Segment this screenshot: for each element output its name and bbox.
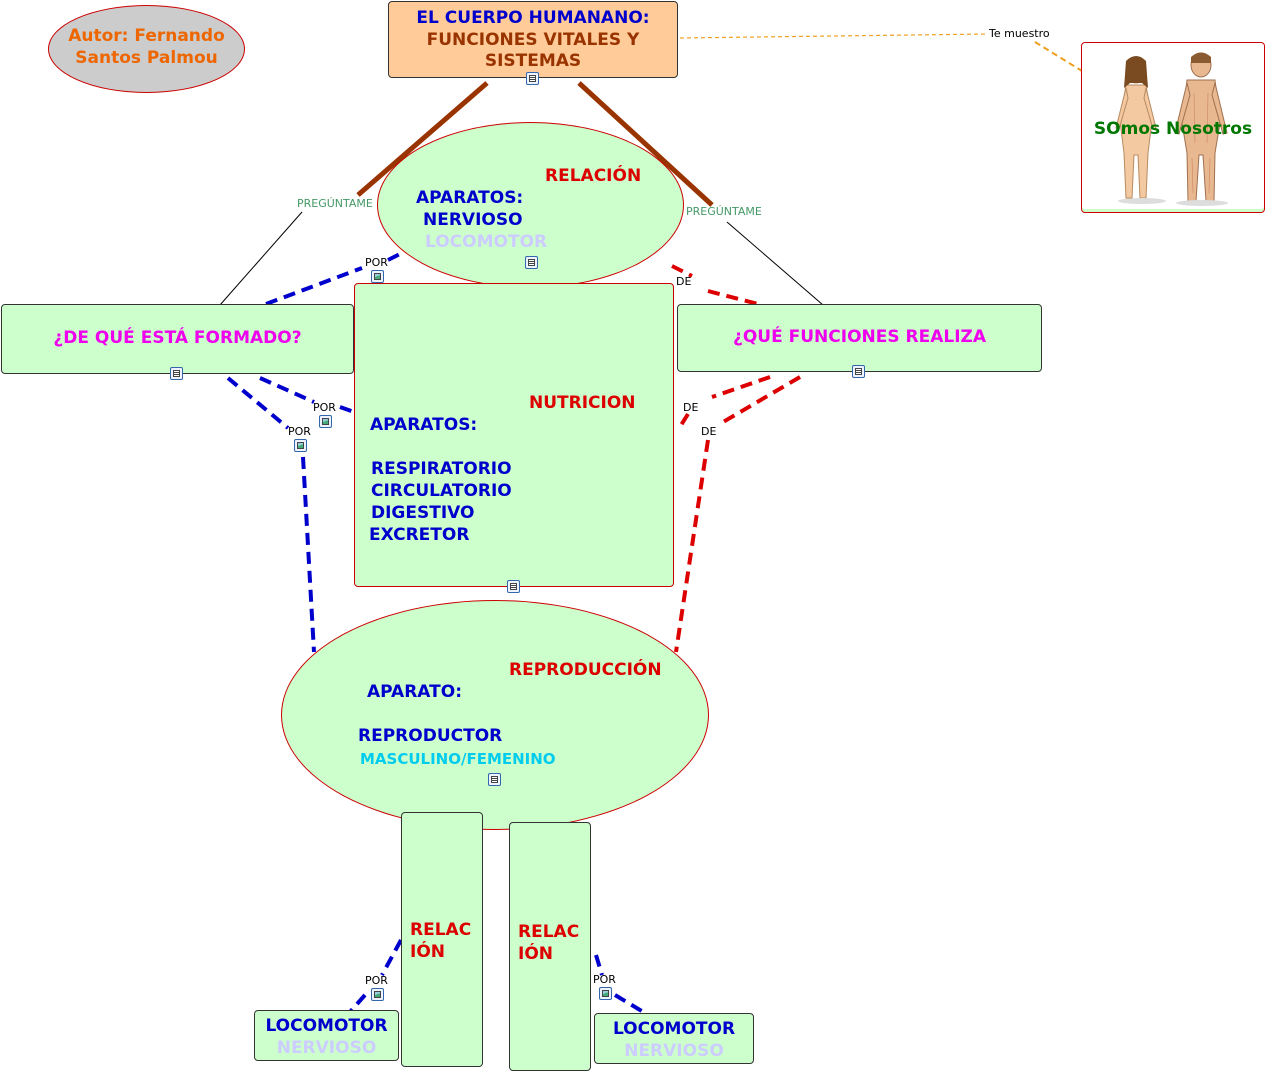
nutricion-line-1: APARATOS: [370, 415, 478, 435]
nutricion-title: NUTRICION [529, 393, 636, 413]
por-link-nutricion-a [259, 376, 315, 404]
left-leg-node[interactable]: RELAC IÓN [401, 812, 483, 1067]
por-link-foot-left-b [348, 993, 367, 1014]
de-link-relacion-a [671, 264, 693, 278]
right-foot-line-2: NERVIOSO [624, 1041, 724, 1061]
de-label-relacion: DE [676, 275, 692, 288]
reproduccion-note-icon[interactable] [488, 773, 501, 786]
preguntame-right-link [726, 221, 824, 306]
relacion-title: RELACIÓN [545, 166, 642, 186]
relacion-line-1: APARATOS: [416, 188, 524, 208]
left-foot-node[interactable]: LOCOMOTOR NERVIOSO [254, 1010, 399, 1061]
reproduccion-node[interactable]: REPRODUCCIÓN APARATO: REPRODUCTOR MASCUL… [281, 600, 709, 830]
por-nutricion-image-icon[interactable] [319, 415, 332, 428]
author-line-2: Santos Palmou [75, 48, 218, 68]
left-leg-line-2: IÓN [410, 942, 446, 962]
por-label-foot-right: POR [593, 973, 616, 986]
left-question-node[interactable]: ¿DE QUÉ ESTÁ FORMADO? [1, 304, 354, 374]
te-muestro-link-a [679, 33, 989, 39]
right-leg-line-2: IÓN [518, 944, 554, 964]
image-node[interactable]: SOmos Nosotros [1081, 42, 1265, 213]
right-leg-node[interactable]: RELAC IÓN [509, 822, 591, 1071]
por-link-reproduccion-a [226, 376, 290, 430]
por-reproduccion-image-icon[interactable] [294, 439, 307, 452]
preguntame-left-label: PREGÚNTAME [297, 197, 373, 210]
preguntame-right-label: PREGÚNTAME [686, 205, 762, 218]
left-foot-line-2: NERVIOSO [276, 1038, 377, 1058]
right-foot-node[interactable]: LOCOMOTOR NERVIOSO [594, 1013, 754, 1064]
de-link-reproduccion-b [674, 439, 710, 653]
human-figures-picture [1115, 52, 1228, 206]
por-label-relacion: POR [365, 256, 388, 269]
de-link-nutricion-b [676, 412, 690, 432]
author-line-1: Autor: Fernando [68, 26, 225, 46]
por-link-nutricion-b [339, 405, 355, 414]
de-link-reproduccion-a [716, 375, 802, 427]
title-line-3: SISTEMAS [484, 51, 582, 71]
por-label-reproduccion: POR [288, 425, 311, 438]
relacion-line-2: NERVIOSO [423, 210, 523, 230]
right-question-node[interactable]: ¿QUÉ FUNCIONES REALIZA [677, 304, 1042, 372]
nutricion-item-excretor: EXCRETOR [369, 525, 470, 545]
te-muestro-link-b [1034, 41, 1083, 72]
title-line-2: FUNCIONES VITALES Y [426, 30, 640, 50]
reproduccion-line-3: MASCULINO/FEMENINO [360, 750, 556, 768]
nutricion-item-digestivo: DIGESTIVO [371, 503, 475, 523]
preguntame-left-link [219, 211, 303, 306]
title-note-icon[interactable] [526, 72, 539, 85]
nutricion-item-circulatorio: CIRCULATORIO [371, 481, 512, 501]
por-link-foot-left-a [380, 939, 403, 976]
left-question-label: ¿DE QUÉ ESTÁ FORMADO? [53, 328, 302, 348]
por-foot-right-image-icon[interactable] [599, 987, 612, 1000]
nutricion-node[interactable]: NUTRICION APARATOS: RESPIRATORIO CIRCULA… [354, 283, 674, 587]
reproduccion-line-2: REPRODUCTOR [358, 726, 503, 746]
reproduccion-line-1: APARATO: [367, 682, 462, 702]
de-link-nutricion-a [711, 375, 771, 399]
por-link-reproduccion-b [301, 456, 316, 653]
por-foot-left-image-icon[interactable] [371, 988, 384, 1001]
nutricion-note-icon[interactable] [507, 580, 520, 593]
author-node[interactable]: Autor: Fernando Santos Palmou [48, 5, 245, 93]
de-label-nutricion: DE [683, 401, 699, 414]
por-link-foot-right-a [594, 954, 604, 976]
por-link-relacion-a [265, 266, 363, 306]
left-foot-line-1: LOCOMOTOR [265, 1016, 388, 1036]
right-question-note-icon[interactable] [852, 365, 865, 378]
de-link-relacion-b [707, 289, 759, 306]
right-foot-line-1: LOCOMOTOR [612, 1019, 736, 1039]
title-node[interactable]: EL CUERPO HUMANANO: FUNCIONES VITALES Y … [388, 1, 678, 78]
por-label-nutricion: POR [313, 401, 336, 414]
title-link-right [577, 81, 714, 207]
left-leg-line-1: RELAC [410, 920, 472, 940]
left-question-note-icon[interactable] [170, 367, 183, 380]
title-link-left [356, 81, 489, 197]
por-link-relacion-b [387, 251, 403, 262]
right-question-label: ¿QUÉ FUNCIONES REALIZA [732, 327, 987, 347]
right-leg-line-1: RELAC [518, 922, 580, 942]
por-label-foot-left: POR [365, 974, 388, 987]
nutricion-item-respiratorio: RESPIRATORIO [371, 459, 512, 479]
reproduccion-title: REPRODUCCIÓN [509, 660, 662, 680]
de-label-reproduccion: DE [701, 425, 717, 438]
relacion-line-3: LOCOMOTOR [425, 232, 548, 252]
image-node-label: SOmos Nosotros [1093, 119, 1253, 139]
por-relacion-image-icon[interactable] [371, 270, 384, 283]
relacion-note-icon[interactable] [525, 256, 538, 269]
por-link-foot-right-b [613, 993, 647, 1015]
title-line-1: EL CUERPO HUMANANO: [416, 8, 650, 28]
te-muestro-label: Te muestro [989, 27, 1050, 40]
